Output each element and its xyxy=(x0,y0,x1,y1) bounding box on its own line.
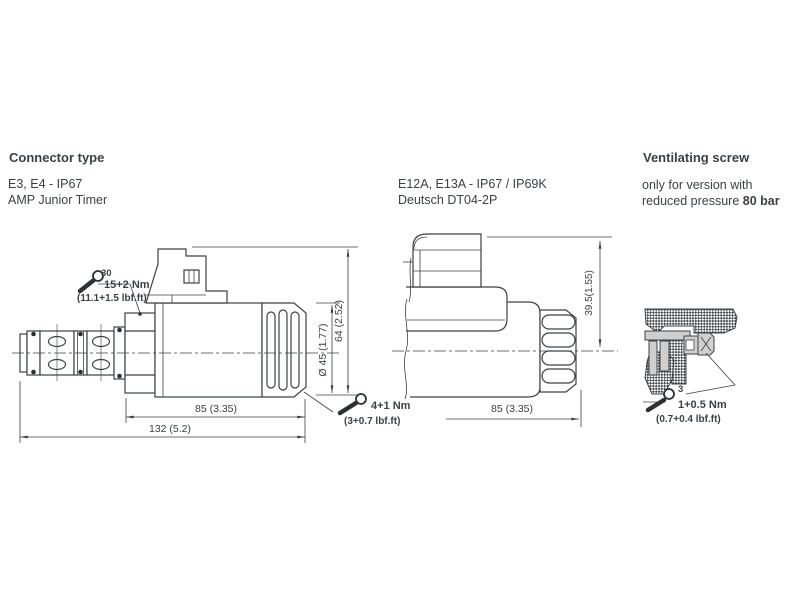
dim-connector-height: 39.5(1.55) xyxy=(584,270,595,316)
variant-e3-e4-line1: E3, E4 - IP67 xyxy=(8,177,83,191)
connector-type-heading: Connector type xyxy=(9,150,105,165)
amp-junior-timer-connector xyxy=(145,248,228,304)
wrench-size-label: 3 xyxy=(678,384,683,395)
pressure-value: 80 bar xyxy=(742,194,780,208)
torque-nm-label: 4+1 Nm xyxy=(371,400,411,412)
dim-height: 64 (2.52) xyxy=(333,300,345,342)
ventilating-screw-section: 3 1+0.5 Nm (0.7+0.4 lbf.ft) xyxy=(643,308,738,425)
dimension-lines xyxy=(446,236,612,427)
variant-e12a-line2: Deutsch DT04-2P xyxy=(398,193,498,207)
cartridge-valve-amp-drawing: 30 15+2 Nm (11.1+1.5 lbf.ft) 85 (3.35) 1… xyxy=(12,246,358,443)
break-lines xyxy=(404,257,412,400)
dim-coil-length: 85 (3.35) xyxy=(491,403,533,415)
torque-leader-line xyxy=(303,391,334,413)
coil-retaining-nut xyxy=(539,309,577,393)
wrench-icon xyxy=(337,393,367,416)
cartridge-body xyxy=(19,324,126,381)
wrench-icon xyxy=(645,388,675,413)
vent-note-line2: reduced pressure 80 bar xyxy=(642,194,780,208)
wrench-icon xyxy=(77,270,104,294)
wrench-size-label: 30 xyxy=(101,268,112,279)
dimension-lines xyxy=(19,246,358,443)
dim-diameter: Ø 45 (1.77) xyxy=(317,323,329,376)
torque-lbf-label: (3+0.7 lbf.ft) xyxy=(344,416,400,427)
ventilating-screw-parts xyxy=(644,330,715,376)
torque-lbf-label: (0.7+0.4 lbf.ft) xyxy=(656,414,721,425)
ventilating-screw-heading: Ventilating screw xyxy=(643,150,750,165)
torque-nm-label: 15+2 Nm xyxy=(104,279,150,291)
torque-nm-label: 1+0.5 Nm xyxy=(678,399,727,411)
variant-e3-e4-line2: AMP Junior Timer xyxy=(8,193,108,207)
leader-dot xyxy=(138,312,142,316)
variant-e12a-line1: E12A, E13A - IP67 / IP69K xyxy=(398,177,547,191)
dim-total-length: 132 (5.2) xyxy=(149,423,191,435)
torque-leader-line xyxy=(98,283,141,314)
solenoid-coil xyxy=(154,302,263,398)
deutsch-dt04-connector xyxy=(403,233,508,332)
screw-leader-line xyxy=(685,352,736,395)
coil-retaining-nut xyxy=(261,302,307,398)
dim-coil-length: 85 (3.35) xyxy=(195,403,237,415)
vent-note-line1: only for version with xyxy=(642,178,753,192)
torque-lbf-label: (11.1+1.5 lbf.ft) xyxy=(77,293,147,304)
cartridge-valve-deutsch-drawing: 85 (3.35) 39.5(1.55) 4+1 Nm (3+0.7 lbf.f… xyxy=(303,233,618,427)
